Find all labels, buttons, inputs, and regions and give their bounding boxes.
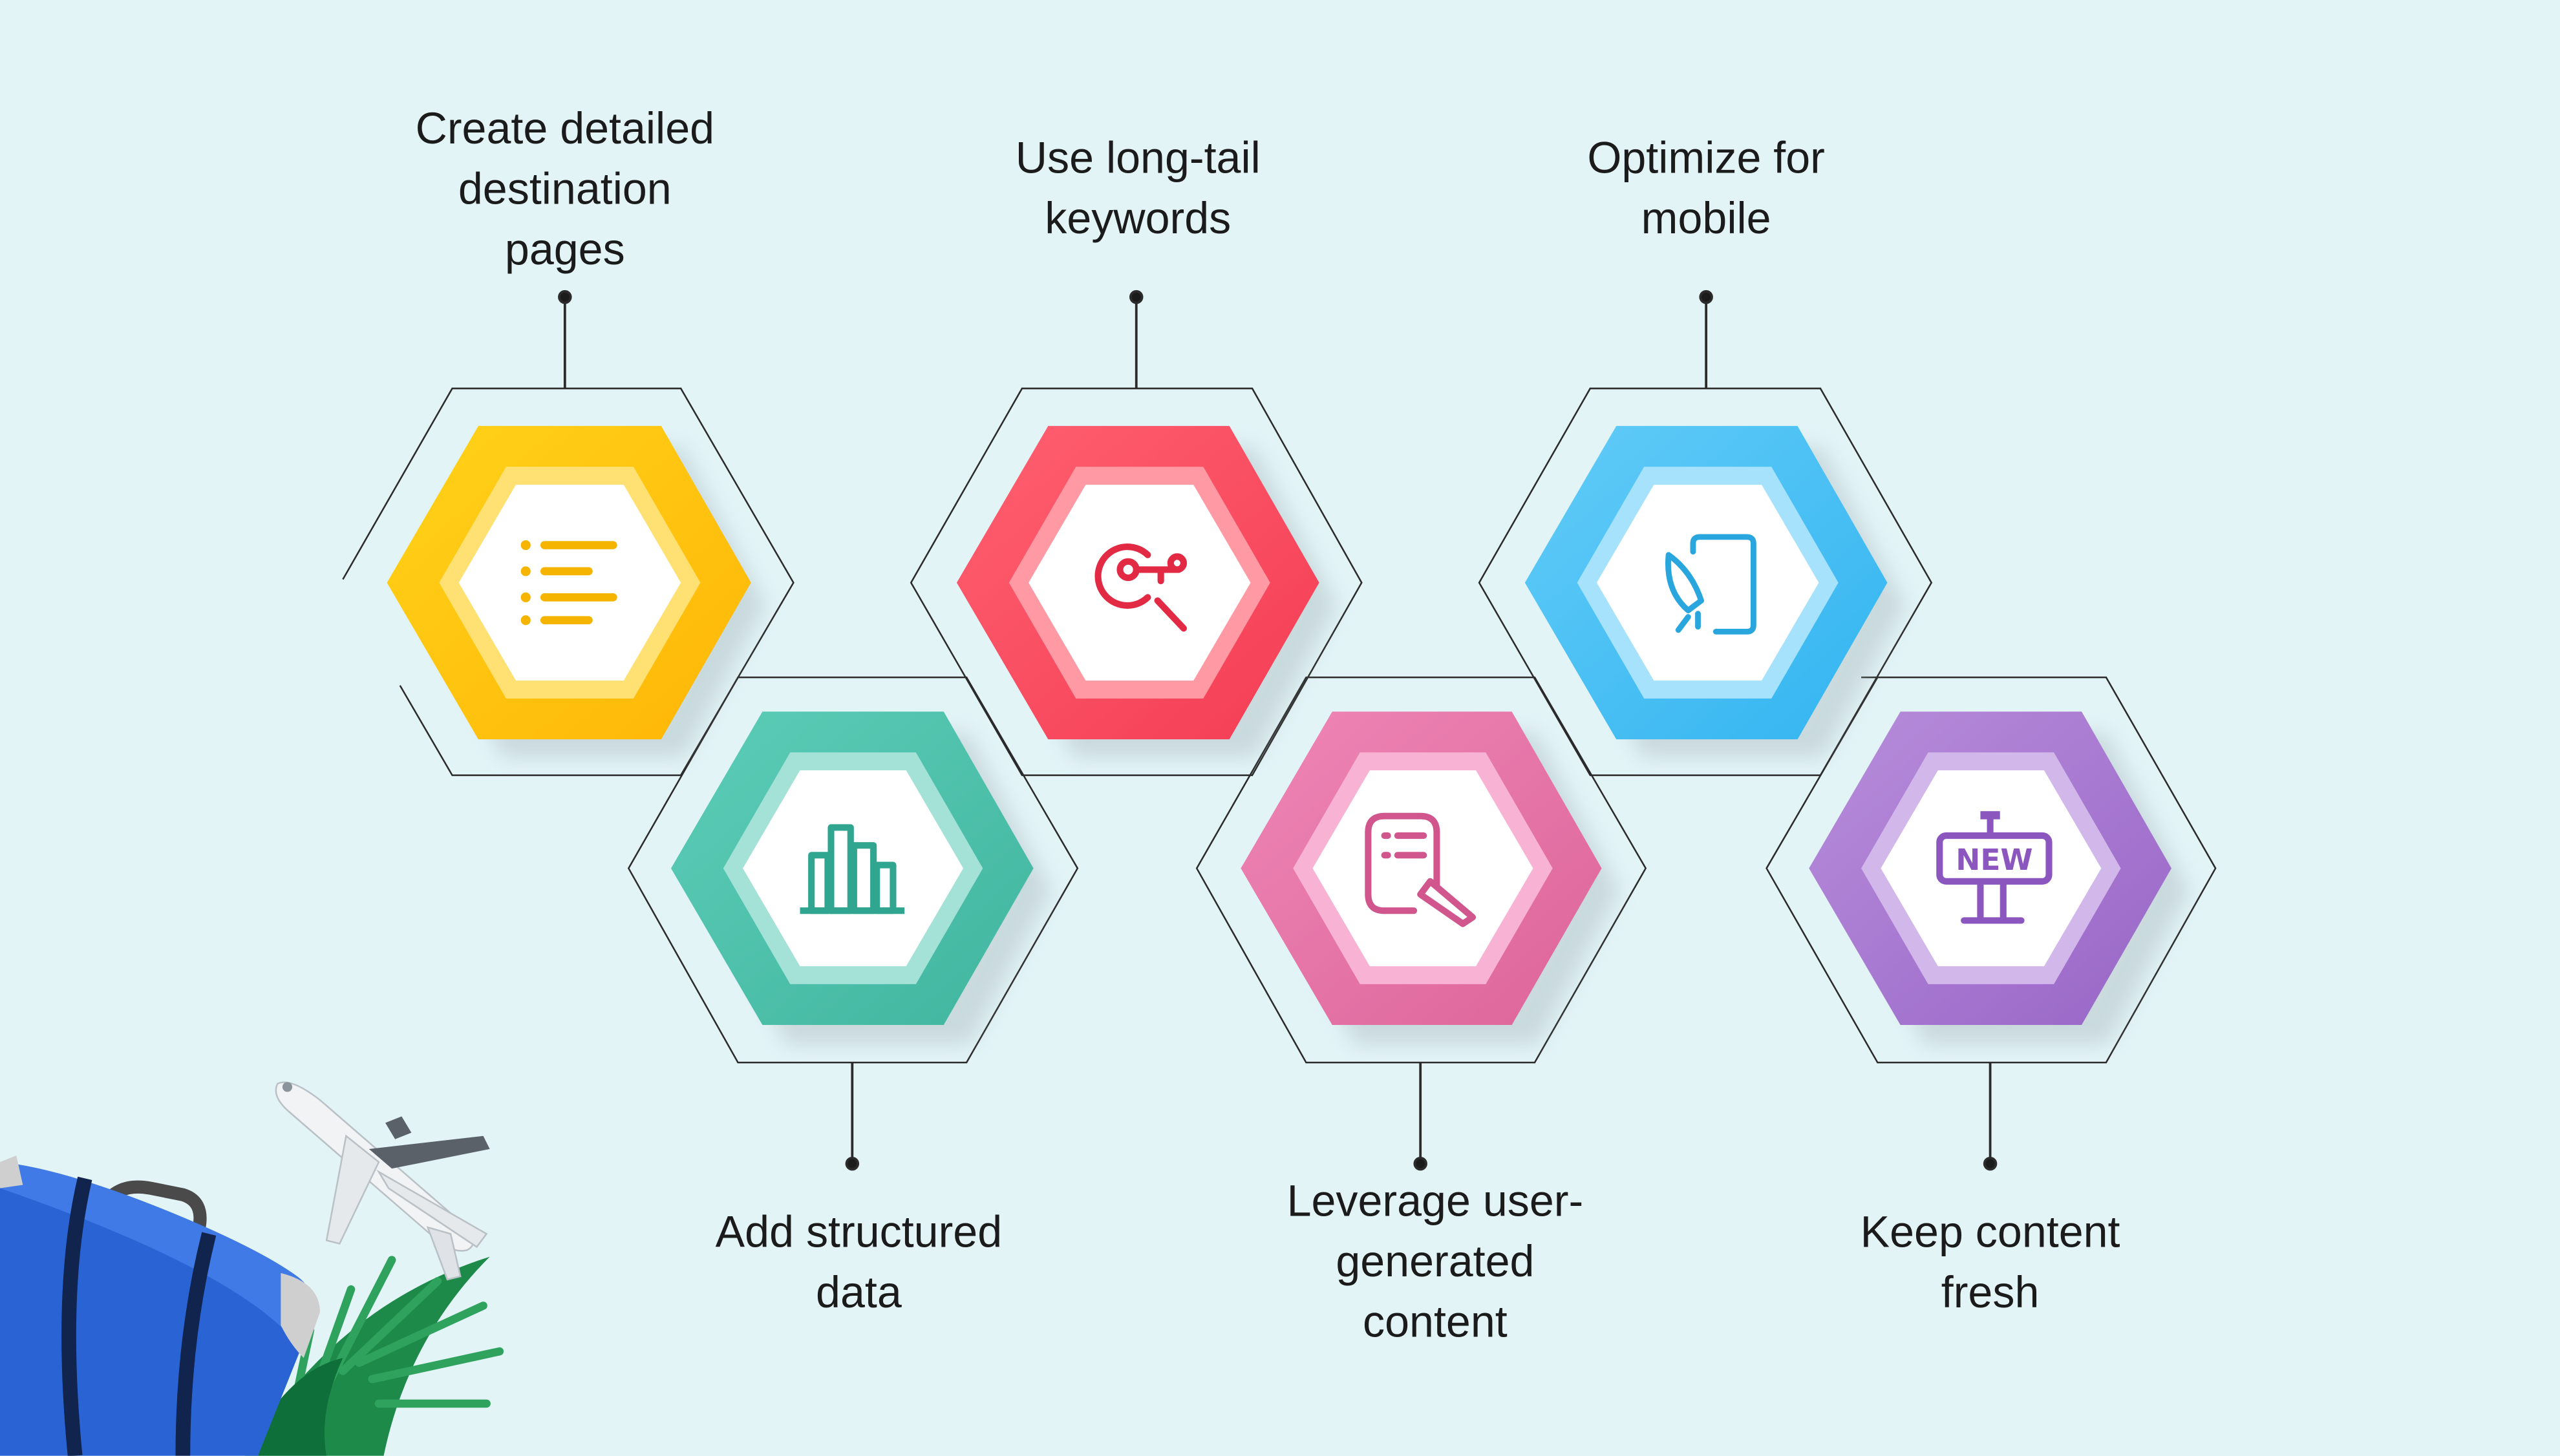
key-search-icon <box>1094 543 1188 632</box>
mobile-rocket-icon <box>1665 534 1756 635</box>
step-4-hexagon <box>1241 712 1620 1045</box>
bar-chart-icon <box>800 824 905 914</box>
outline-hexagons <box>342 387 2217 1064</box>
step-1-label: Create detailed destination pages <box>415 104 715 275</box>
step-3-label: Use long-tail keywords <box>1015 134 1261 244</box>
new-sign-icon: NEW <box>1936 811 2053 924</box>
outline-hex-6 <box>1765 676 2217 1064</box>
outline-hex-5 <box>1478 387 1933 776</box>
airplane-icon <box>275 1081 490 1281</box>
step-2-hexagon <box>670 712 1052 1045</box>
connectors <box>558 290 1998 1171</box>
step-3-hexagon <box>956 426 1338 757</box>
palm-leaf-icon <box>244 1256 504 1456</box>
outline-hex-4 <box>1195 676 1647 1064</box>
edit-document-icon <box>1365 812 1477 927</box>
connector-dot-6 <box>1983 1156 1998 1171</box>
outline-hex-3 <box>910 387 1363 776</box>
list-icon <box>520 540 617 626</box>
new-sign-text: NEW <box>1956 843 2032 877</box>
connector-dot-3 <box>1129 290 1144 304</box>
connector-dot-5 <box>1699 290 1713 304</box>
suitcase-icon <box>0 1155 320 1456</box>
step-1-hexagon <box>387 426 766 757</box>
step-4-label: Leverage user- generated content <box>1286 1176 1584 1347</box>
connector-dot-4 <box>1413 1156 1427 1171</box>
connector-dot-2 <box>845 1156 860 1171</box>
step-2-label: Add structured data <box>715 1207 1003 1318</box>
connector-dot-1 <box>558 290 572 304</box>
step-5-label: Optimize for mobile <box>1587 134 1825 244</box>
step-5-hexagon <box>1524 426 1906 757</box>
step-6-hexagon: NEW <box>1809 712 2190 1045</box>
outline-hex-2 <box>627 676 1079 1064</box>
step-6-label: Keep content fresh <box>1860 1207 2120 1318</box>
outline-hex-1 <box>342 387 795 776</box>
